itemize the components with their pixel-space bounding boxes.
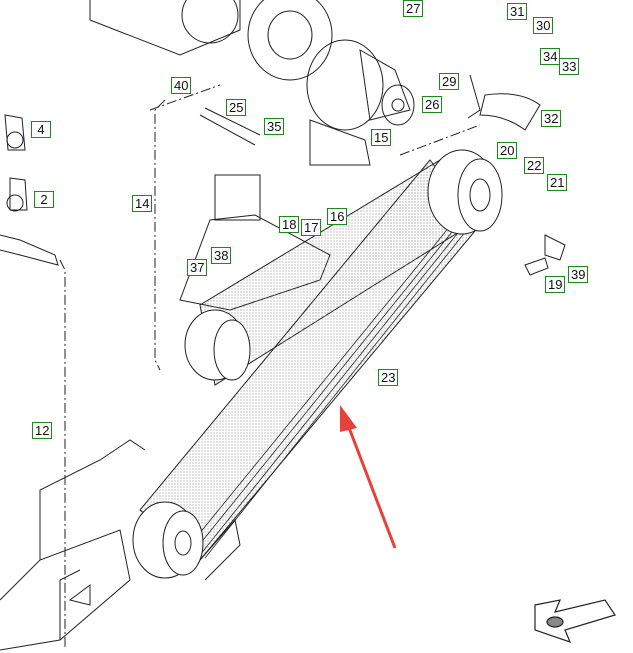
orientation-arrow-icon [534, 599, 616, 643]
gearbox-housing [89, 0, 415, 131]
callout-26[interactable]: 26 [422, 96, 443, 113]
belt-guard [479, 93, 541, 131]
callout-31[interactable]: 31 [507, 3, 528, 20]
callout-37[interactable]: 37 [187, 259, 208, 276]
callout-21[interactable]: 21 [547, 174, 568, 191]
callout-18[interactable]: 18 [279, 216, 300, 233]
callout-22[interactable]: 22 [524, 157, 545, 174]
callout-33[interactable]: 33 [559, 58, 580, 75]
callout-20[interactable]: 20 [497, 142, 518, 159]
highlight-arrow [340, 405, 397, 549]
callout-12[interactable]: 12 [32, 422, 53, 439]
callout-16[interactable]: 16 [327, 208, 348, 225]
callout-25[interactable]: 25 [226, 99, 247, 116]
callout-14[interactable]: 14 [132, 195, 153, 212]
callout-17[interactable]: 17 [301, 219, 322, 236]
upper-pulley [427, 149, 503, 235]
mounting-bracket [309, 119, 371, 166]
callout-40[interactable]: 40 [171, 77, 192, 94]
callout-2[interactable]: 2 [34, 191, 54, 208]
chassis-frame [0, 529, 131, 651]
callout-39[interactable]: 39 [568, 266, 589, 283]
callout-32[interactable]: 32 [541, 110, 562, 127]
callout-23[interactable]: 23 [378, 369, 399, 386]
drive-pulley [132, 501, 204, 579]
callout-34[interactable]: 34 [540, 48, 561, 65]
callout-19[interactable]: 19 [545, 276, 566, 293]
bearing-2 [9, 177, 28, 211]
callout-27[interactable]: 27 [403, 0, 424, 17]
callout-15[interactable]: 15 [371, 129, 392, 146]
callout-38[interactable]: 38 [211, 247, 232, 264]
callout-29[interactable]: 29 [439, 73, 460, 90]
callout-35[interactable]: 35 [264, 118, 285, 135]
callout-4[interactable]: 4 [31, 121, 51, 138]
callout-30[interactable]: 30 [533, 17, 554, 34]
idler-pulley [184, 309, 251, 381]
